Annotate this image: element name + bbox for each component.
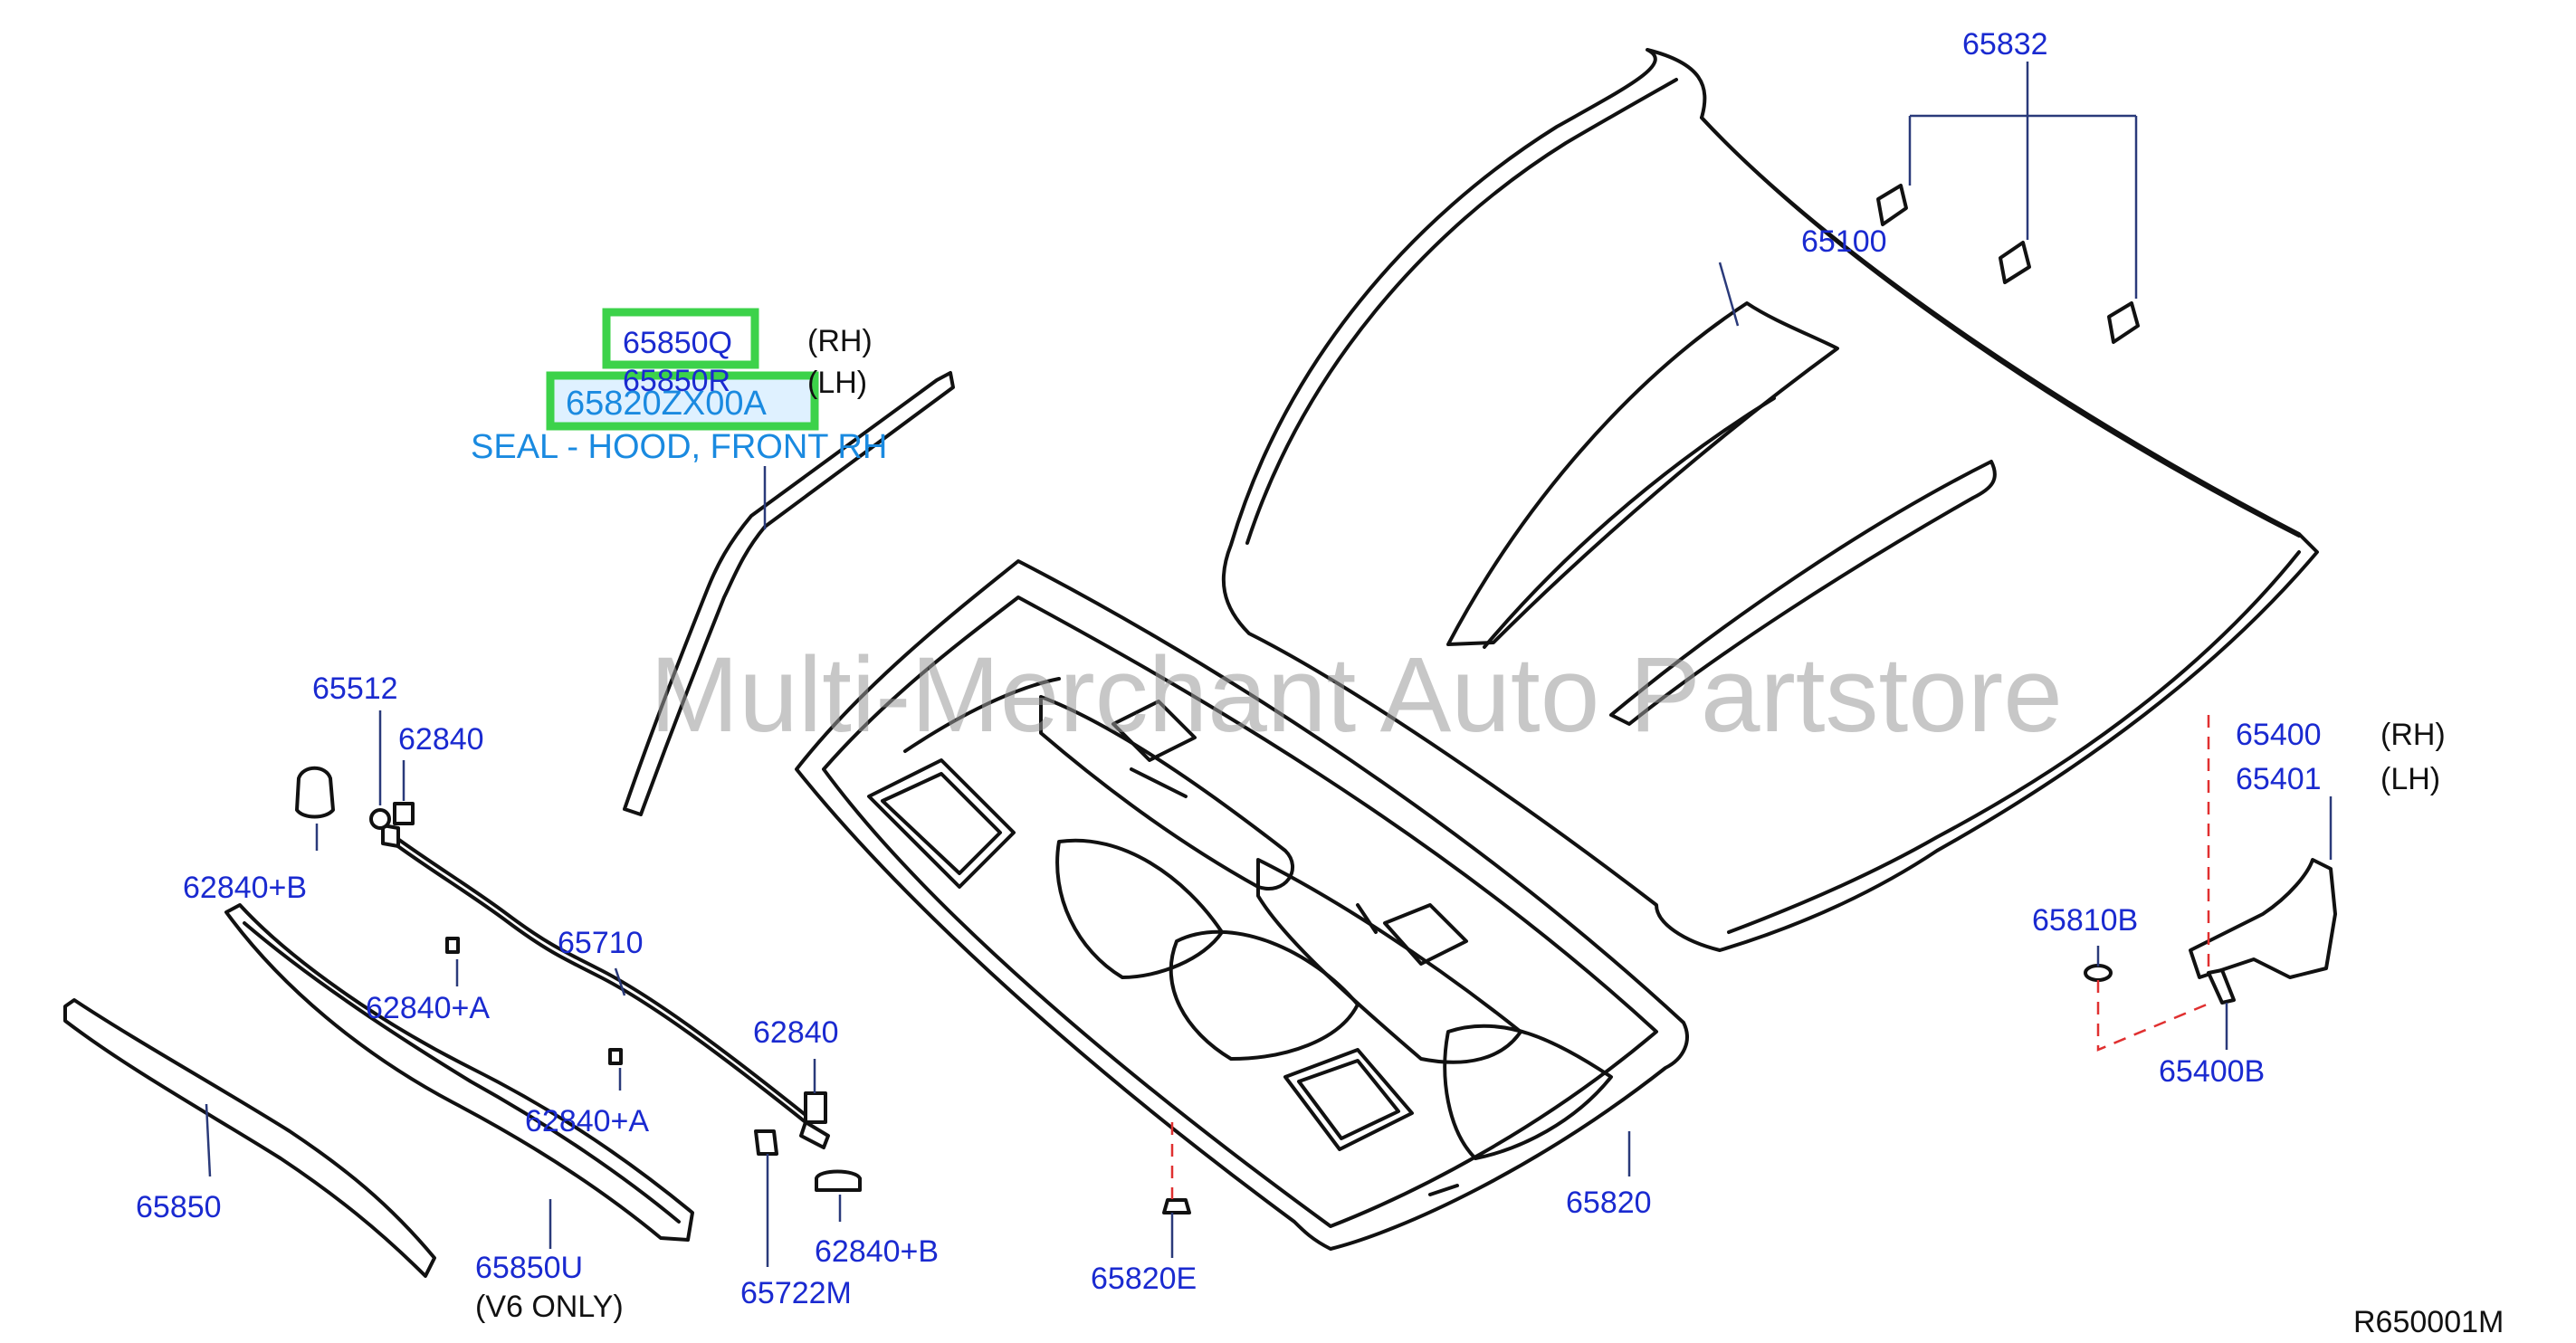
label-62840-top[interactable]: 62840 <box>398 722 484 757</box>
label-65400b[interactable]: 65400B <box>2159 1054 2265 1089</box>
label-65100[interactable]: 65100 <box>1801 224 1887 259</box>
label-65710[interactable]: 65710 <box>558 926 644 960</box>
label-65850r[interactable]: 65850R <box>623 364 730 398</box>
callout-bg-65820zx00a <box>550 376 815 426</box>
label-65850q[interactable]: 65850Q <box>623 326 732 360</box>
label-65400[interactable]: 65400 <box>2236 718 2322 752</box>
label-lh-1: (LH) <box>807 366 867 400</box>
hood-support-rod <box>381 824 830 1149</box>
dashed-guides <box>1170 715 2210 1199</box>
label-65512[interactable]: 65512 <box>312 672 398 706</box>
label-rh-1: (RH) <box>807 324 873 358</box>
label-62840a-1[interactable]: 62840+A <box>366 991 490 1025</box>
hood-insulator <box>795 559 1689 1251</box>
label-62840b-bottom[interactable]: 62840+B <box>815 1234 939 1269</box>
label-62840a-2[interactable]: 62840+A <box>525 1104 649 1138</box>
label-62840b-top[interactable]: 62840+B <box>183 871 307 905</box>
label-65722m[interactable]: 65722M <box>740 1276 852 1310</box>
label-65820zx00a[interactable]: 65820ZX00A <box>566 385 767 423</box>
label-65810b[interactable]: 65810B <box>2032 903 2138 938</box>
highlight-box-65850q <box>602 308 759 369</box>
label-62840-mid[interactable]: 62840 <box>753 1015 839 1050</box>
label-65401[interactable]: 65401 <box>2236 762 2322 796</box>
label-65820e[interactable]: 65820E <box>1091 1262 1197 1296</box>
hood-seal-front-rh <box>623 371 955 816</box>
small-parts <box>295 184 2337 1214</box>
hood-seal-v6 <box>224 903 694 1242</box>
label-65832[interactable]: 65832 <box>1962 27 2048 62</box>
leader-lines <box>205 62 2333 1267</box>
label-seal-description: SEAL - HOOD, FRONT RH <box>471 428 887 466</box>
watermark: Multi-Merchant Auto Partstore <box>650 635 2063 755</box>
hood-seal-front <box>63 998 436 1278</box>
label-65820[interactable]: 65820 <box>1566 1186 1652 1220</box>
label-65850u[interactable]: 65850U <box>475 1251 583 1285</box>
part-labels: 65832 65100 65850Q (RH) 65850R (LH) 6582… <box>136 27 2504 1339</box>
highlight-box-65820zx00a <box>546 371 819 431</box>
label-65850[interactable]: 65850 <box>136 1190 222 1224</box>
label-rh-2: (RH) <box>2380 718 2446 752</box>
label-lh-2: (LH) <box>2380 762 2440 796</box>
label-v6-only: (V6 ONLY) <box>475 1290 624 1324</box>
label-reference-code: R650001M <box>2353 1305 2504 1339</box>
hood-panel <box>1221 48 2319 952</box>
